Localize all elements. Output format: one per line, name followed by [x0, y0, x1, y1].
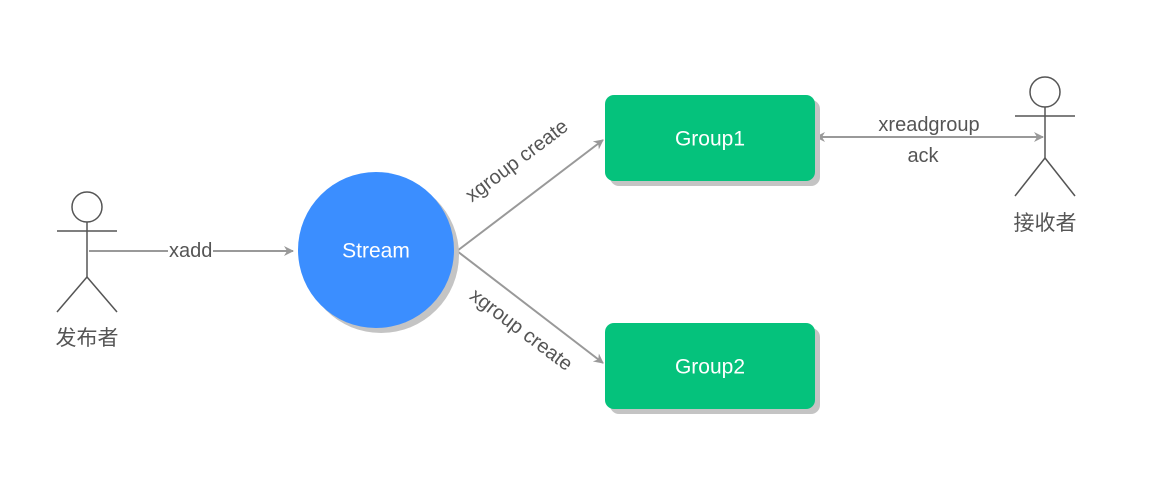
publisher-stick-figure-icon	[56, 191, 118, 313]
receiver-stick-figure-icon	[1014, 76, 1076, 197]
edge-stream-group2	[456, 250, 604, 364]
group2-node-label: Group2	[674, 355, 746, 379]
group1-node-label: Group1	[674, 127, 746, 151]
receiver-label: 接收者	[1013, 211, 1077, 235]
stream-node	[298, 172, 454, 328]
group1-node	[605, 95, 815, 181]
edge-label-xadd: xadd	[168, 240, 214, 262]
stream-node-label: Stream	[342, 239, 410, 263]
edge-label-ack: ack	[907, 145, 939, 167]
edge-stream-group1	[456, 139, 604, 252]
edge-label-xreadgroup: xreadgroup	[878, 114, 980, 136]
group2-node	[605, 323, 815, 409]
publisher-label: 发布者	[55, 326, 119, 350]
